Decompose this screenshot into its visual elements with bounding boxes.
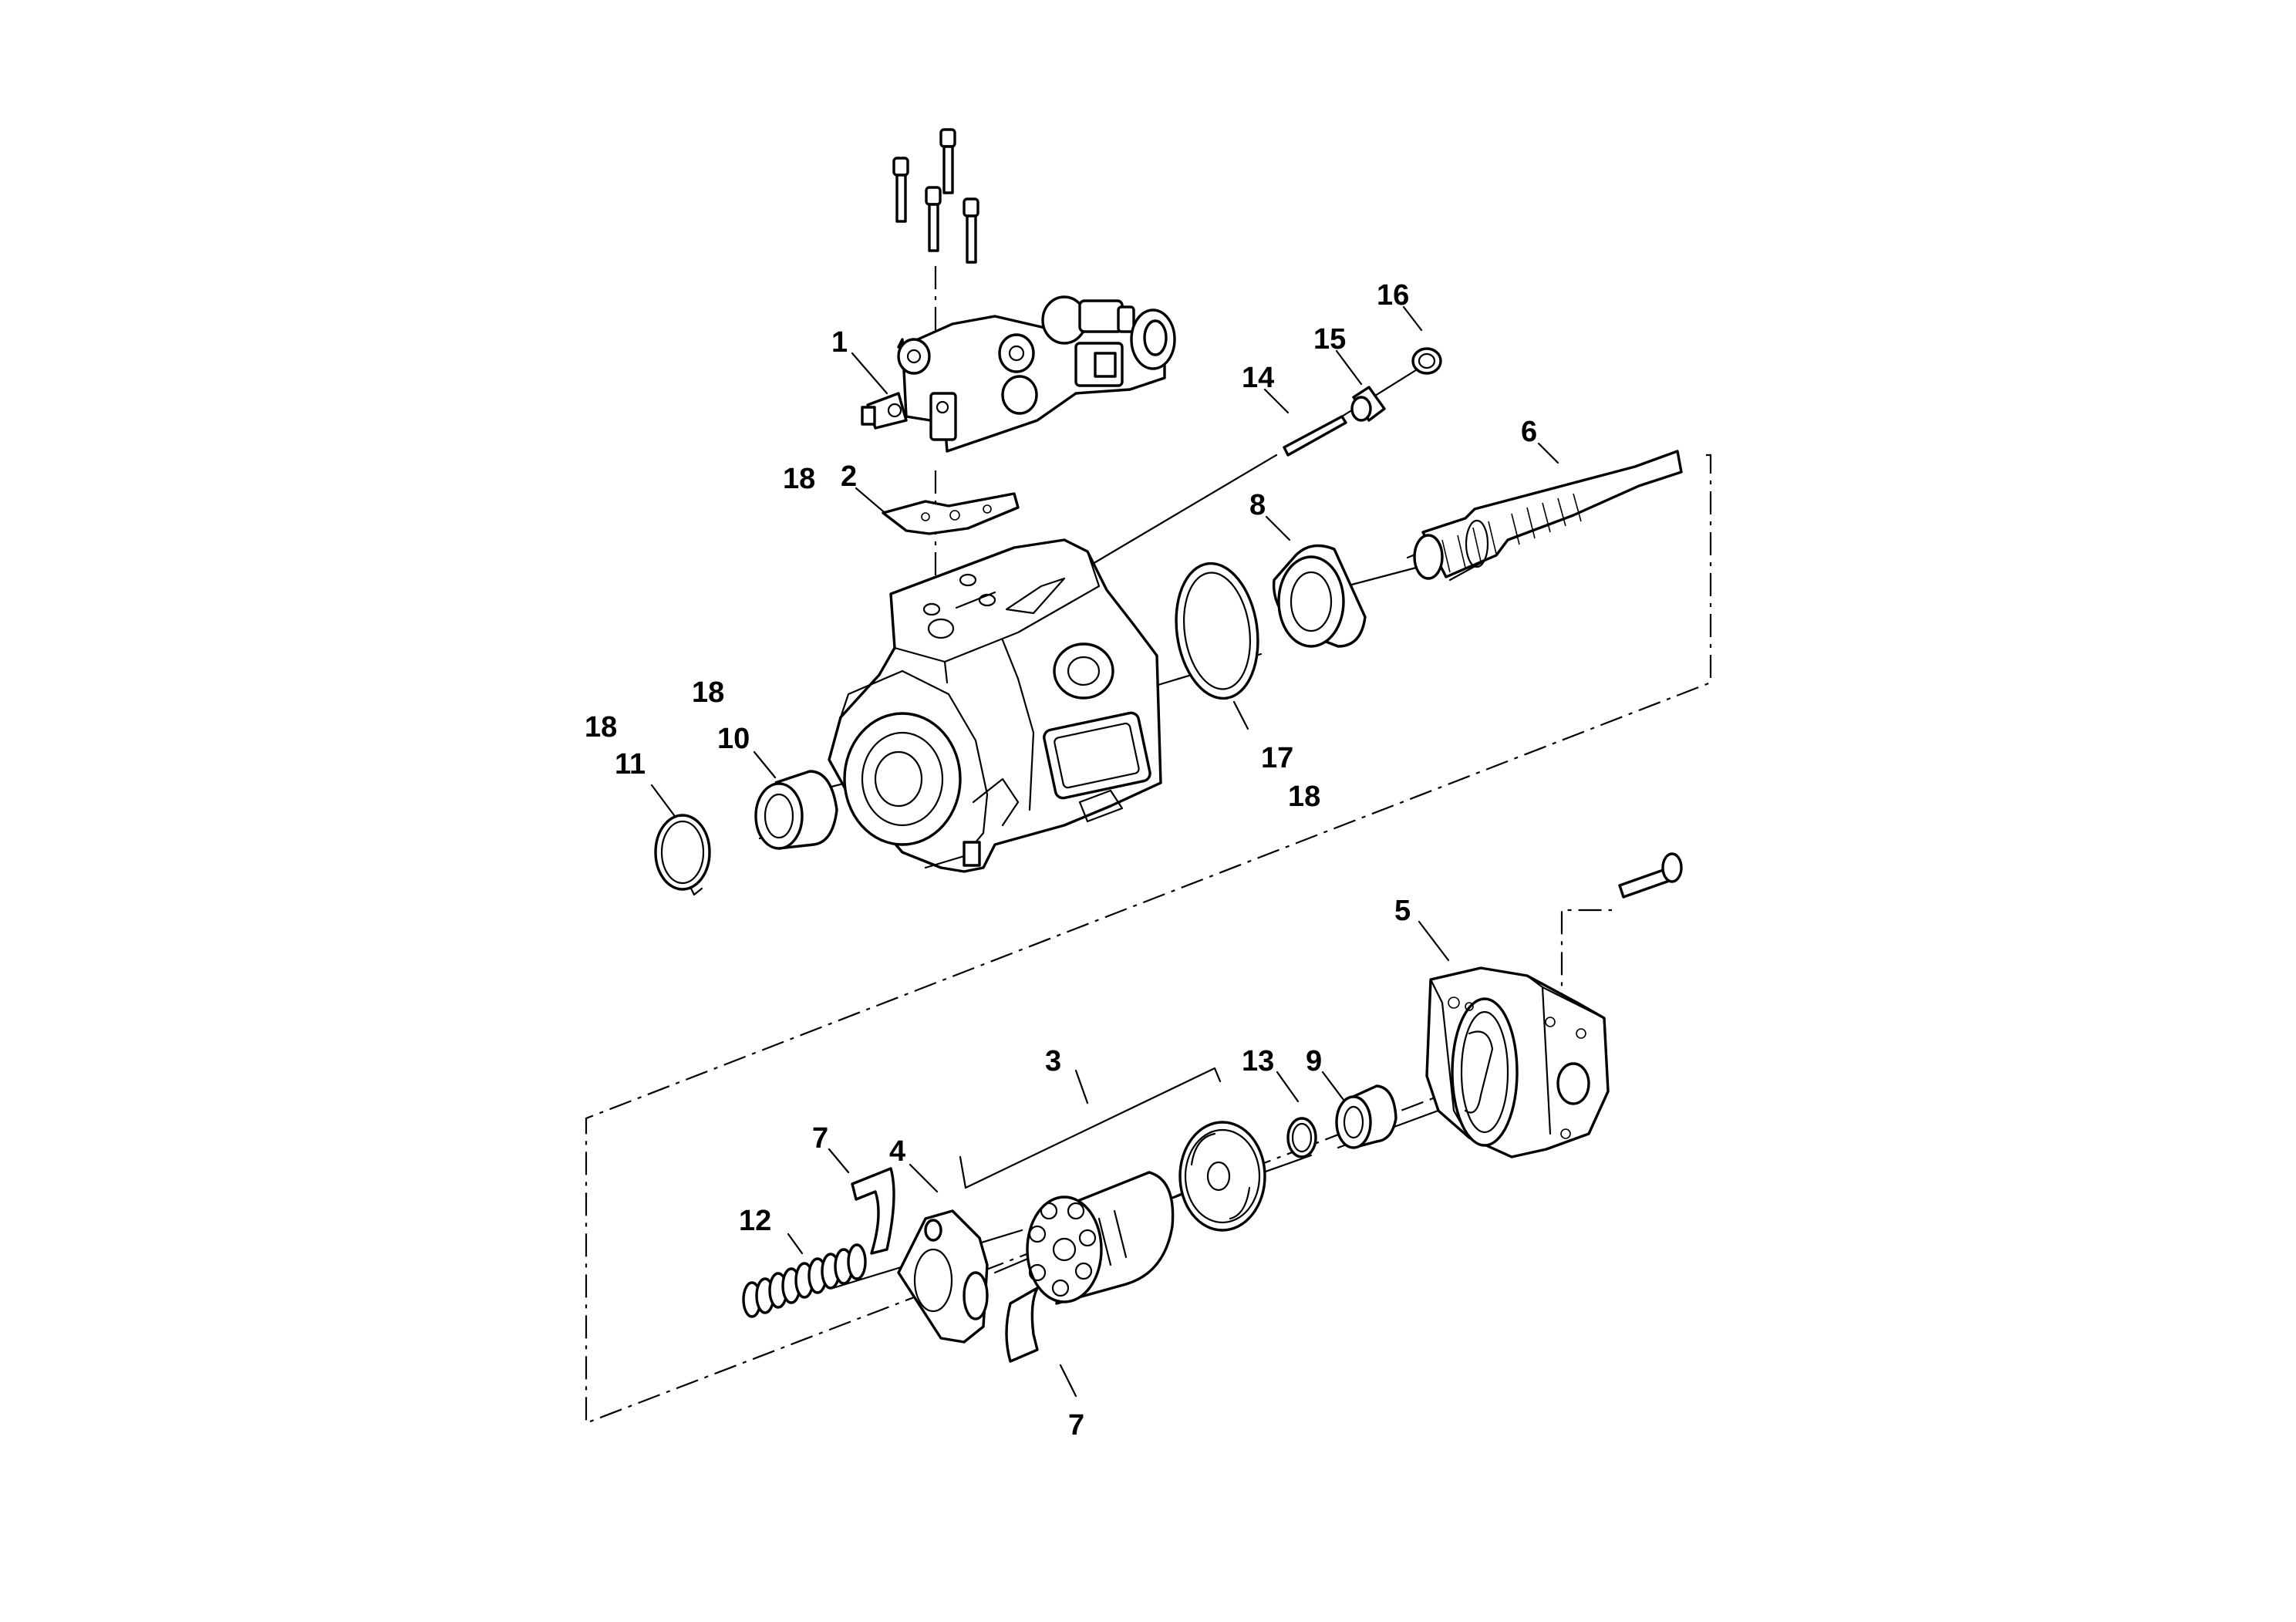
callout-5: 5	[1394, 895, 1411, 927]
retaining-ring-13	[1286, 1117, 1317, 1158]
callout-7-upper: 7	[812, 1122, 828, 1155]
callout-labels: 1 2 18 14 15 16 6 8 18 10 18 11 17 18 5 …	[585, 279, 1537, 1442]
control-valve	[861, 295, 1176, 453]
bearing-8	[1272, 544, 1367, 648]
plug	[1411, 347, 1442, 375]
spring	[742, 1243, 867, 1318]
callout-6: 6	[1521, 416, 1537, 448]
bushing	[1350, 386, 1386, 422]
bearing-shell-upper	[851, 1167, 895, 1255]
port-plate-cover	[1425, 966, 1610, 1158]
callout-18-left-upper: 18	[692, 676, 724, 709]
drive-shaft	[1413, 450, 1683, 580]
callout-13: 13	[1242, 1045, 1274, 1077]
bolt-5	[1618, 852, 1683, 899]
bearing-9	[1335, 1084, 1397, 1149]
callout-15: 15	[1313, 323, 1346, 356]
callout-14: 14	[1242, 362, 1274, 394]
gasket-plate	[882, 492, 1020, 535]
callout-2: 2	[841, 460, 857, 493]
callout-18-left: 18	[585, 711, 617, 744]
bolt	[963, 197, 979, 264]
bolt	[892, 157, 909, 223]
callout-18-top: 18	[783, 463, 815, 495]
callout-9: 9	[1306, 1045, 1322, 1077]
bolt-set-top	[892, 128, 979, 264]
valve-plate	[1178, 1121, 1266, 1232]
callout-16: 16	[1377, 279, 1409, 312]
pump-housing	[828, 538, 1162, 873]
callout-3: 3	[1045, 1045, 1061, 1077]
callout-4: 4	[889, 1135, 905, 1168]
callout-10: 10	[717, 723, 750, 755]
callout-11: 11	[615, 748, 646, 781]
callout-17: 17	[1261, 742, 1293, 774]
circlip	[654, 814, 711, 896]
bolt	[925, 186, 942, 252]
o-ring	[1175, 561, 1259, 700]
callout-18-right: 18	[1288, 781, 1320, 813]
bearing-shell-lower	[1005, 1286, 1039, 1363]
callout-12: 12	[739, 1205, 771, 1237]
callout-8: 8	[1249, 489, 1266, 521]
pin	[1283, 415, 1347, 457]
callout-1: 1	[831, 326, 848, 359]
cylinder-block	[1026, 1171, 1175, 1305]
bearing-10	[754, 770, 838, 850]
bolt	[939, 128, 956, 194]
callout-7-lower: 7	[1068, 1409, 1084, 1442]
swash-plate	[897, 1209, 989, 1344]
